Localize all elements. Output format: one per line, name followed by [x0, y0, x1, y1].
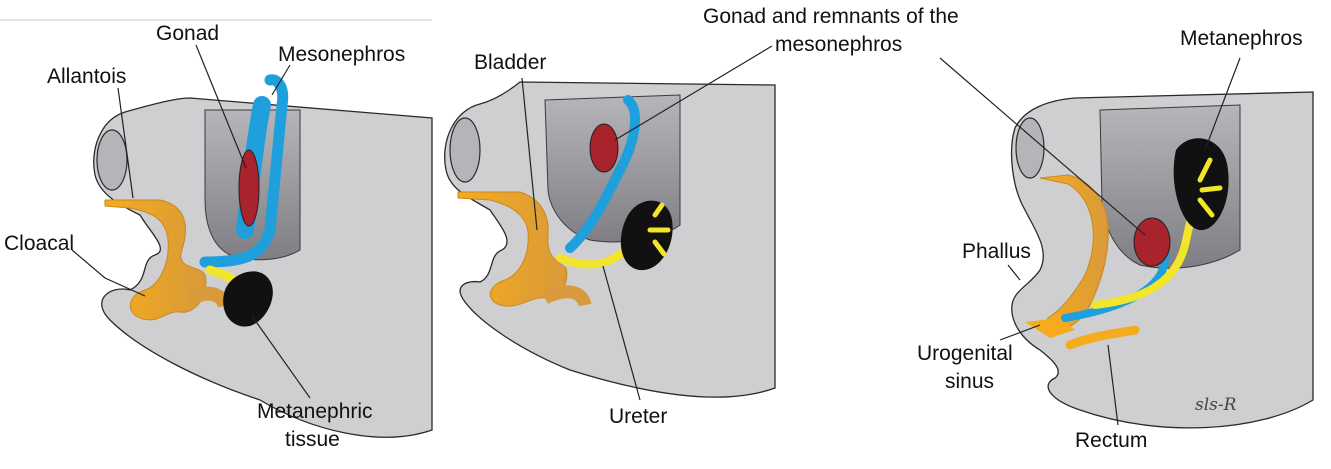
leader-phallus [1007, 264, 1021, 281]
metanephros-2 [620, 200, 673, 271]
leader-metanephros [1204, 57, 1241, 151]
label-phallus: Phallus [962, 240, 1031, 263]
label-bladder: Bladder [474, 51, 546, 74]
label-urogenital-2: sinus [945, 370, 994, 393]
leader-gonad-remnants-3 [939, 57, 1146, 236]
urogenital-sinus-3 [1025, 318, 1075, 338]
label-rectum: Rectum [1075, 429, 1147, 452]
leader-urogenital [999, 324, 1041, 341]
mesonephros-remnant-2 [565, 95, 640, 253]
rectum-3 [1065, 325, 1140, 350]
allantois-opening-2 [449, 117, 481, 183]
label-ureter: Ureter [609, 405, 667, 428]
mesonephros-duct-1 [199, 74, 289, 268]
leader-mesonephros [271, 64, 291, 96]
label-gonad-remnants-2: mesonephros [775, 33, 902, 56]
leader-ureter [602, 265, 641, 401]
gonad-3 [1133, 217, 1171, 267]
label-urogenital-1: Urogenital [917, 342, 1013, 365]
label-allantois: Allantois [47, 65, 126, 88]
label-metanephros: Metanephros [1180, 27, 1303, 50]
label-metanephric-2: tissue [285, 428, 340, 451]
leader-gonad [195, 44, 247, 169]
allantois-opening-1 [96, 129, 128, 191]
bladder-2 [457, 191, 568, 307]
embryo-body-1 [93, 97, 433, 438]
gonad-1 [238, 149, 260, 227]
label-metanephric-1: Metanephric [257, 400, 373, 423]
label-cloacal: Cloacal [4, 232, 74, 255]
leader-rectum [1107, 344, 1119, 426]
artist-signature: sls-R [1195, 395, 1237, 415]
leader-gonad-remnants [614, 45, 773, 141]
leader-allantois [117, 87, 134, 199]
gonad-2 [589, 123, 619, 173]
hindgut-2 [542, 285, 592, 308]
metanephric-tissue-1 [223, 271, 273, 327]
leader-bladder [521, 77, 538, 231]
panel-3-late-embryo: Metanephros Phallus Urogenital sinus Rec… [917, 27, 1314, 452]
label-gonad-remnants-1: Gonad and remnants of the [703, 5, 959, 28]
cloaca-1 [104, 199, 207, 321]
panel-2-intermediate-embryo: Bladder Gonad and remnants of the mesone… [444, 5, 959, 428]
leader-cloacal [71, 249, 146, 297]
collecting-system-2 [647, 202, 671, 257]
metanephros-3 [1173, 138, 1229, 231]
label-mesonephros: Mesonephros [278, 43, 405, 66]
label-gonad: Gonad [156, 22, 219, 45]
leader-metanephric [251, 315, 311, 399]
collecting-system-3 [1197, 157, 1223, 218]
panel-1-early-embryo: Gonad Mesonephros Allantois Cloacal Meta… [4, 22, 433, 451]
